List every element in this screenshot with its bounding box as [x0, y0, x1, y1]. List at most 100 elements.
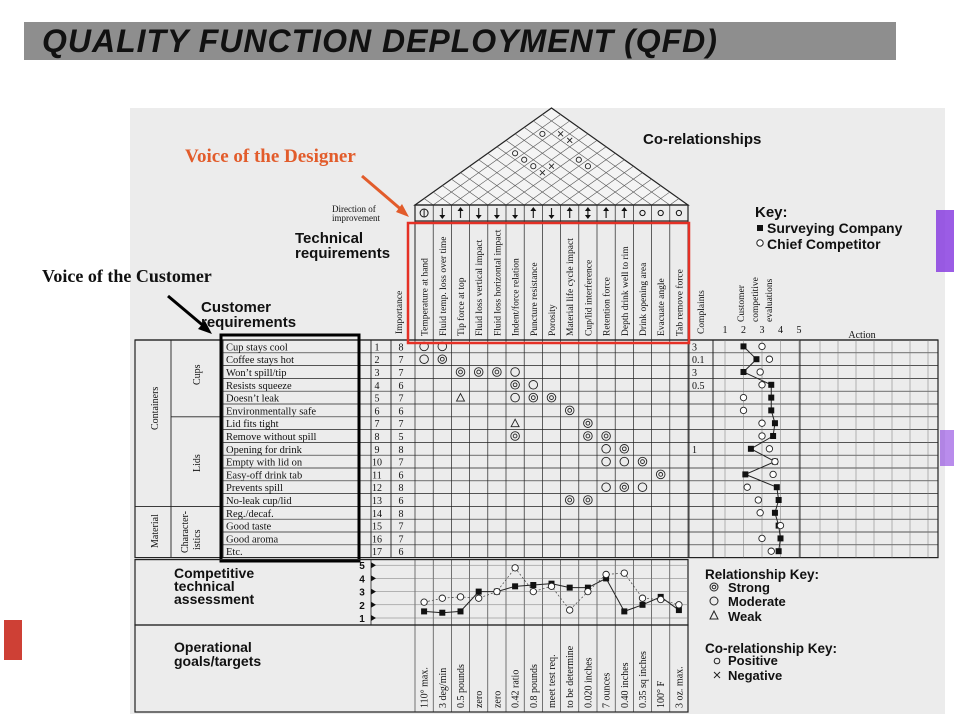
requirement-number: 10: [372, 458, 382, 469]
assessment-scale-arrow: [371, 601, 376, 608]
weak-key-label: Weak: [728, 609, 762, 624]
technical-requirement-label: Porosity: [548, 304, 558, 336]
requirement-number: 11: [372, 470, 382, 481]
assessment-scale-label: 3: [359, 588, 365, 599]
relationship-strong-mark: [458, 369, 463, 375]
requirement-number: 17: [372, 547, 382, 558]
requirement-number: 6: [375, 406, 380, 417]
assessment-scale-label: 2: [359, 601, 365, 612]
target-value: 7 ounces: [602, 673, 613, 708]
technical-requirement-label: Fluid temp. loss over time: [439, 237, 449, 336]
roof-negative-mark: [557, 131, 564, 137]
direction-label: improvement: [332, 213, 380, 223]
relationship-strong-mark: [621, 484, 627, 490]
requirement-number: 5: [375, 394, 380, 405]
target-value: 0.8 pounds: [529, 664, 540, 708]
importance-value: 7: [399, 419, 404, 430]
relationship-strong-mark: [585, 497, 591, 503]
direction-arrow-down: [493, 215, 500, 219]
surveying-evaluation-point: [773, 484, 780, 491]
target-value: 0.40 inches: [620, 662, 631, 708]
customer-requirement-text: Good aroma: [226, 534, 279, 545]
technical-requirement-label: Drink opening area: [639, 262, 649, 336]
evaluation-header: Customer: [737, 284, 747, 322]
roof-grid-line: [442, 185, 470, 206]
relationship-strong-mark: [640, 459, 645, 464]
competitor-evaluation-point: [776, 521, 785, 530]
customer-requirement-text: Reg./decaf.: [226, 509, 274, 520]
complaints-header: Complaints: [697, 290, 707, 334]
customer-requirement-text: Coffee stays hot: [226, 355, 294, 366]
relationship-moderate-mark: [601, 456, 611, 467]
customer-arrow-line: [167, 294, 207, 330]
technical-requirement-label: Cup/lid interference: [583, 260, 594, 336]
surveying-assessment-point: [675, 607, 682, 614]
direction-label: Direction of: [332, 204, 376, 214]
customer-requirements-label: requirements: [201, 314, 296, 331]
operational-goals-label: Operational: [174, 639, 252, 655]
customer-requirement-text: Easy-off drink tab: [226, 470, 302, 481]
surveying-evaluation-point: [777, 535, 784, 542]
technical-requirement-label: Material life cycle impact: [565, 238, 576, 336]
competitor-evaluation-point: [758, 534, 766, 543]
relationship-strong-mark: [528, 392, 539, 403]
assessment-scale-label: 4: [359, 574, 365, 585]
relationship-strong-mark: [546, 392, 557, 403]
relationship-strong-mark: [585, 433, 591, 439]
competitor-assessment-point: [420, 598, 428, 606]
requirement-number: 3: [375, 368, 380, 379]
assessment-scale-arrow: [371, 562, 376, 569]
roof-positive-mark: [512, 150, 519, 157]
roof-grid-line: [533, 120, 652, 206]
importance-value: 7: [399, 355, 404, 366]
relationship-strong-mark: [621, 446, 627, 452]
slide-title: QUALITY FUNCTION DEPLOYMENT (QFD): [24, 22, 896, 60]
target-value: zero: [492, 691, 503, 708]
roof-positive-mark: [521, 156, 528, 163]
importance-value: 7: [399, 394, 404, 405]
relationship-strong-mark: [583, 495, 593, 505]
roof-grid-line: [505, 140, 598, 206]
direction-circle-icon: [639, 209, 646, 217]
competitor-evaluation-point: [754, 496, 762, 504]
importance-value: 5: [399, 432, 404, 443]
technical-requirement-label: Fluid loss vertical impact: [475, 239, 485, 336]
strong-key-icon: [711, 584, 717, 590]
importance-value: 6: [399, 381, 404, 392]
relationship-strong-mark: [655, 469, 666, 480]
surveying-assessment-point: [512, 583, 519, 590]
moderate-key-label: Moderate: [728, 594, 786, 609]
group-label-cups: Cups: [192, 364, 203, 385]
customer-requirement-text: Environmentally safe: [226, 406, 316, 417]
requirement-number: 13: [372, 496, 382, 507]
positive-key-icon: [713, 657, 721, 665]
competitor-evaluation-point: [765, 445, 774, 453]
requirement-number: 12: [372, 483, 382, 494]
action-header: Action: [848, 330, 875, 341]
complaint-value: 3: [692, 342, 697, 353]
surveying-assessment-point: [475, 588, 482, 595]
relationship-strong-mark: [619, 482, 630, 492]
importance-value: 8: [399, 509, 404, 520]
scanned-page-background: [130, 108, 945, 714]
positive-key-label: Positive: [728, 653, 778, 668]
direction-circle-icon: [657, 209, 664, 217]
roof-grid-line: [560, 159, 625, 206]
evaluation-scale-label: 2: [741, 325, 746, 336]
technical-requirement-label: Puncture resistance: [530, 262, 540, 336]
competitor-evaluation-point: [756, 509, 764, 517]
relationship-strong-mark: [473, 367, 484, 377]
importance-value: 8: [399, 342, 404, 353]
direction-arrow-up: [566, 207, 573, 211]
customer-requirement-text: Prevents spill: [226, 483, 283, 494]
group-label-lids: Lids: [192, 454, 203, 472]
corelationships-label: Co-relationships: [643, 131, 761, 148]
evaluation-scale-label: 4: [778, 325, 783, 336]
assessment-scale-arrow: [371, 615, 376, 621]
direction-circle-icon: [675, 209, 683, 217]
requirement-number: 1: [375, 342, 380, 353]
competitor-evaluation-point: [756, 368, 764, 376]
customer-arrow-head: [198, 321, 212, 334]
